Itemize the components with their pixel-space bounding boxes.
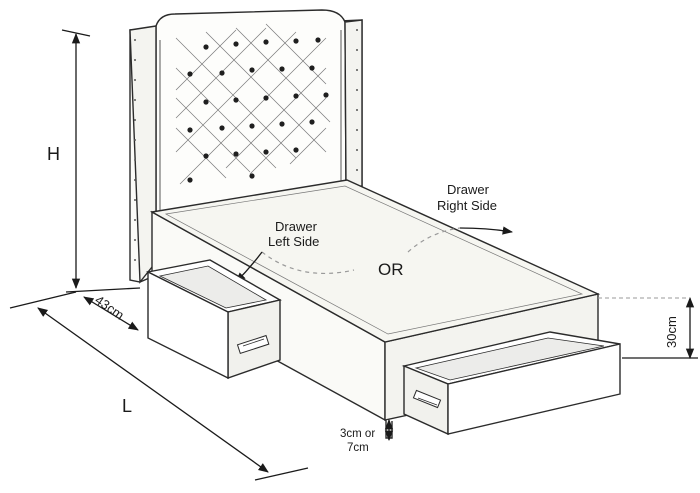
drawer-left-label-line2: Left Side bbox=[268, 234, 319, 249]
base-height-label: 30cm bbox=[664, 316, 679, 348]
drawer-motion-arcs bbox=[261, 227, 461, 275]
clearance-label-line1: 3cm or bbox=[340, 428, 375, 440]
tufting-buttons bbox=[187, 37, 329, 183]
or-label: OR bbox=[378, 260, 404, 279]
height-label: H bbox=[47, 144, 60, 164]
stud-trim bbox=[134, 29, 358, 261]
right-drawer bbox=[401, 331, 621, 436]
dimension-lines bbox=[9, 29, 698, 481]
headboard-offset-label: 43cm bbox=[92, 292, 127, 323]
length-label: L bbox=[122, 396, 132, 416]
drawer-right-label-line1: Drawer bbox=[447, 182, 490, 197]
drawer-right-label-line2: Right Side bbox=[437, 198, 497, 213]
clearance-label-line2: 7cm bbox=[347, 442, 369, 454]
drawer-left-label-line1: Drawer bbox=[275, 219, 318, 234]
